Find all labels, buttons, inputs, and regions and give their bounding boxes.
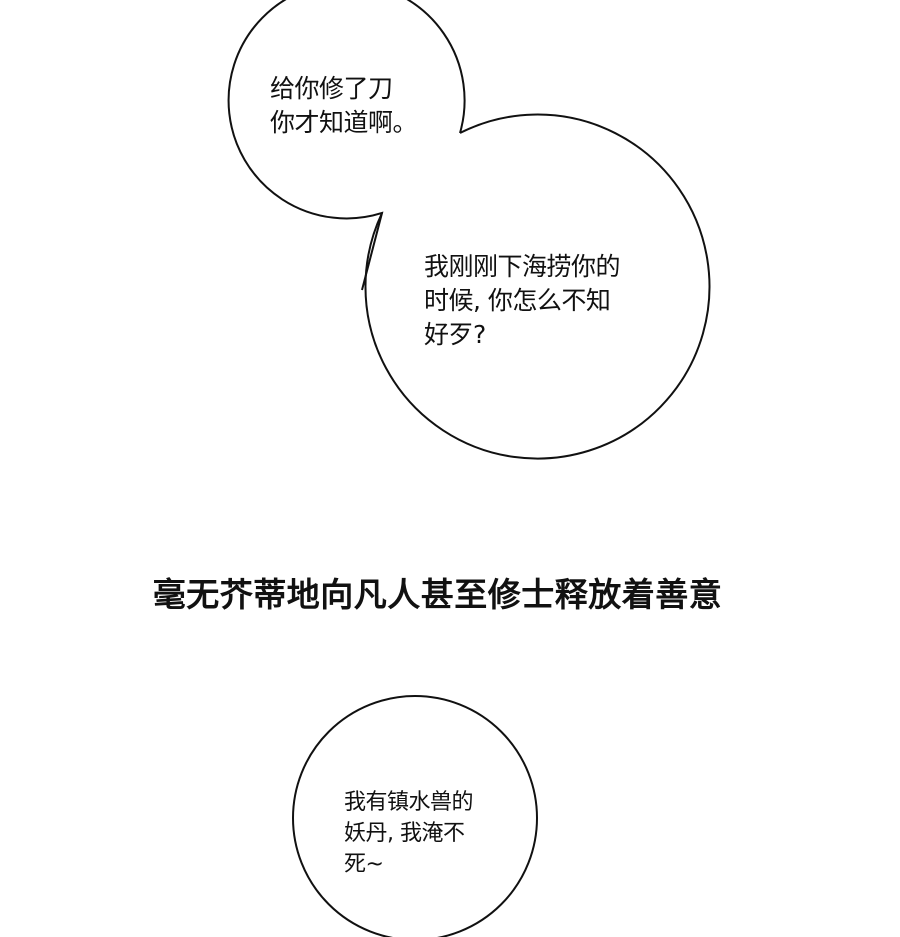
speech-bubble-3-outline xyxy=(292,695,538,937)
speech-bubble-2-text: 我刚刚下海捞你的 时候, 你怎么不知 好歹? xyxy=(424,252,621,349)
speech-bubble-1-outline xyxy=(227,0,466,291)
narration-caption: 毫无芥蒂地向凡人甚至修士释放着善意 xyxy=(152,575,723,614)
speech-bubble-1-text: 给你修了刀 你才知道啊。 xyxy=(270,74,418,137)
speech-bubble-2-outline xyxy=(364,113,711,460)
speech-bubble-3-text: 我有镇水兽的 妖丹, 我淹不 死~ xyxy=(344,790,474,877)
